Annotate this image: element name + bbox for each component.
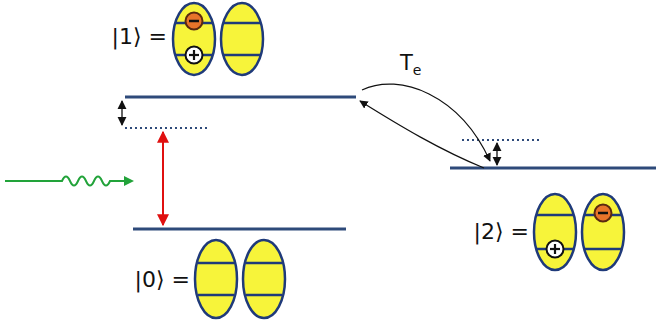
level-zero [133,228,346,231]
hole-symbol [186,47,203,64]
state-label: |1⟩ = [112,25,167,49]
photon-wave [5,177,125,186]
level-one [125,96,356,99]
state-label: |2⟩ = [474,220,529,244]
quantum-dot-pair [173,3,263,75]
tunnel-rate-label: Te [400,52,421,78]
tunnel-arrow [360,101,484,168]
detuning-arrow [496,143,497,165]
detuning-arrow [121,101,122,125]
electron-symbol [595,205,612,222]
virtual-level [462,139,540,141]
quantum-dot-pair [534,194,624,270]
quantum-dot-pair [195,240,285,318]
photon-arrowhead [124,176,134,186]
transition-arrow [162,132,164,225]
hole-symbol [547,241,564,258]
tunnel-arrow [362,84,490,161]
state-label: |0⟩ = [135,268,190,292]
electron-symbol [186,13,203,30]
virtual-level [125,127,210,129]
